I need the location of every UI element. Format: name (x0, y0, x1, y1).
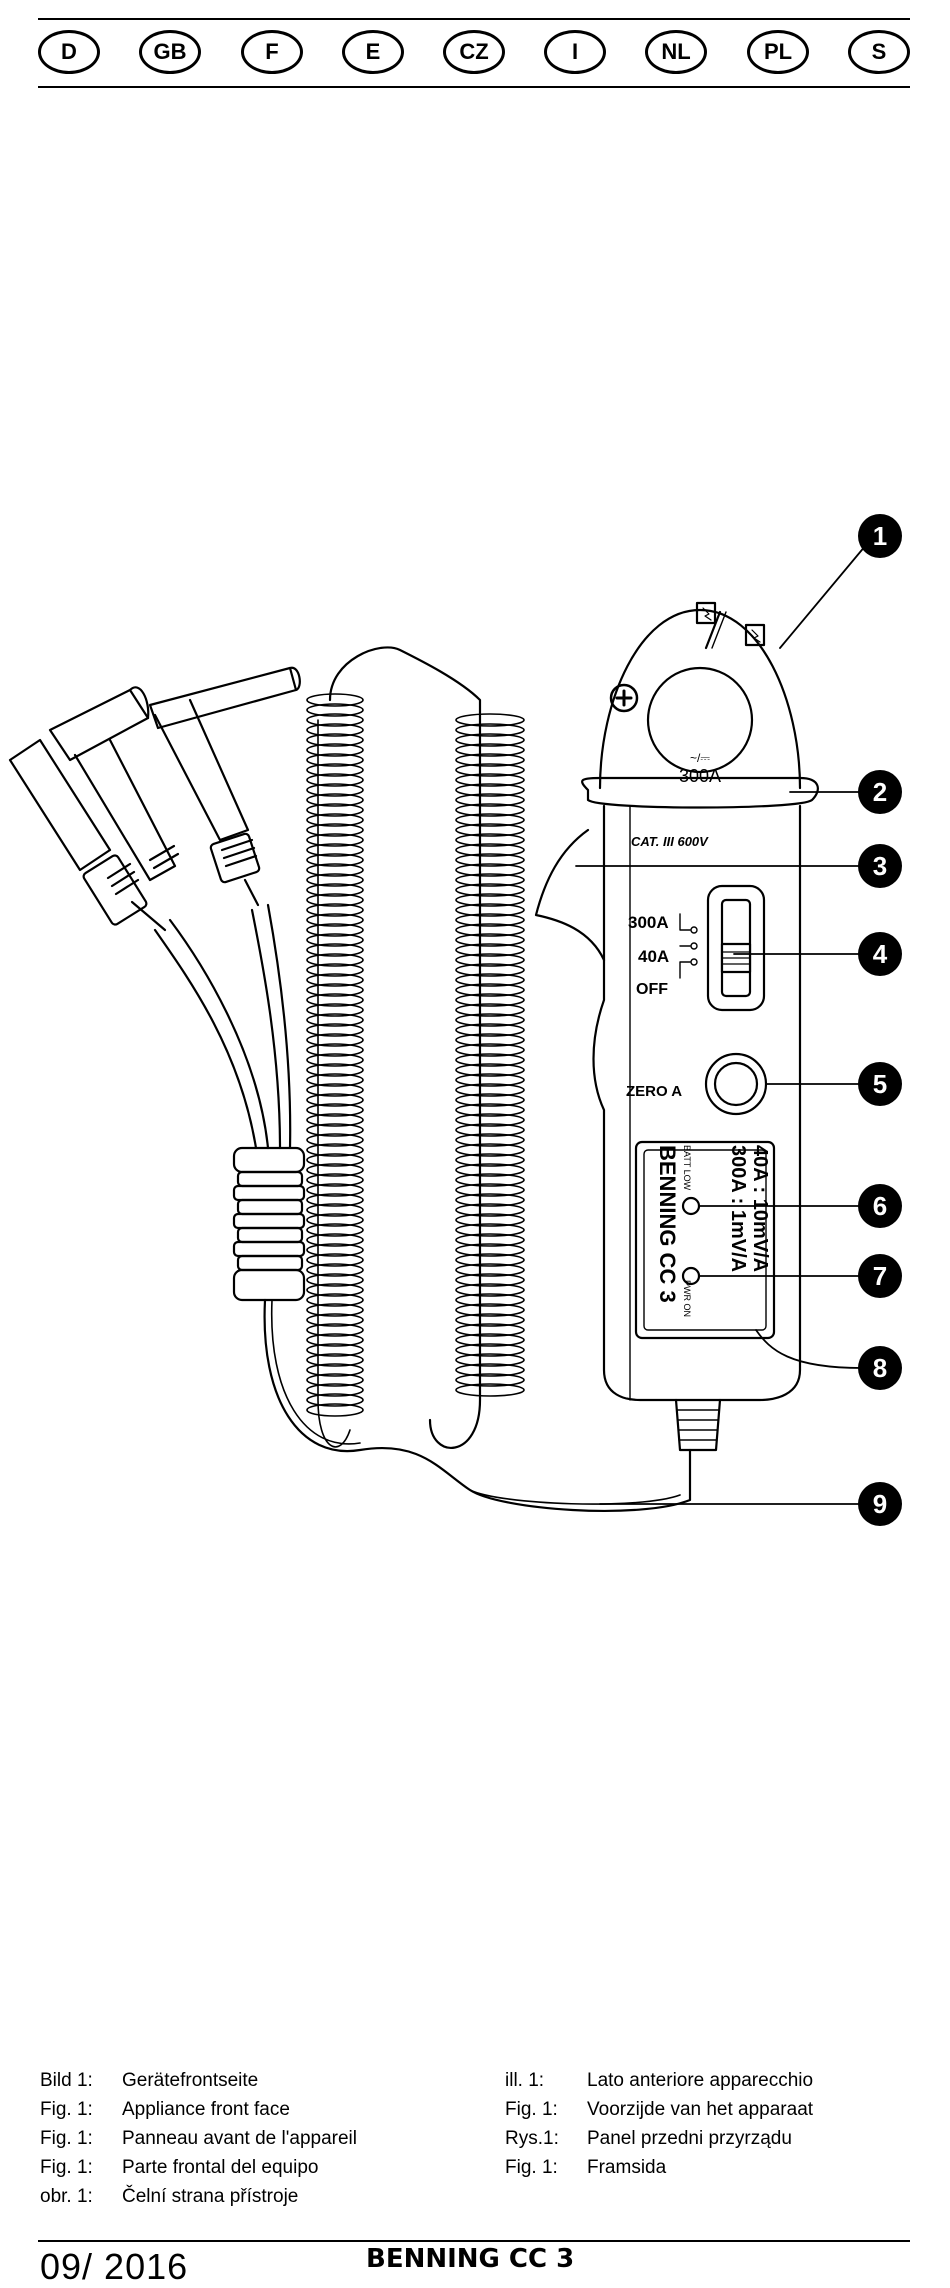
spec-line-1: 40A : 10mV/A (749, 1145, 771, 1272)
captions-left: Bild 1:Gerätefrontseite Fig. 1:Appliance… (40, 2066, 357, 2211)
test-probe-middle (48, 686, 180, 882)
spec-line-2: 300A : 1mV/A (727, 1145, 749, 1272)
svg-text:3: 3 (873, 851, 887, 881)
svg-text:~/⎓: ~/⎓ (690, 751, 710, 765)
callout-1: 1 (858, 514, 902, 558)
hand-guard (581, 776, 819, 809)
lang-nl[interactable]: NL (645, 30, 707, 74)
caption-row: Fig. 1:Appliance front face (40, 2099, 290, 2120)
svg-text:7: 7 (873, 1261, 887, 1291)
svg-text:8: 8 (873, 1353, 887, 1383)
svg-text:4: 4 (873, 939, 888, 969)
captions-right: ill. 1:Lato anteriore apparecchio Fig. 1… (505, 2066, 813, 2182)
svg-text:1: 1 (873, 521, 887, 551)
callout-7: 7 (858, 1254, 902, 1298)
label-plate (634, 1140, 776, 1340)
caption-row: obr. 1:Čelní strana přístroje (40, 2186, 299, 2207)
header-bottom-rule (38, 86, 910, 88)
svg-text:2: 2 (873, 777, 887, 807)
zero-label: ZERO A (626, 1083, 682, 1100)
lang-cz[interactable]: CZ (443, 30, 505, 74)
device-illustration: 300A ~/⎓ CAT. III 600V 300A 40A OFF ZERO… (8, 514, 902, 1526)
callout-2: 2 (858, 770, 902, 814)
batt-low-label: BATT LOW (682, 1145, 692, 1191)
test-probe-left (8, 738, 167, 932)
category-label: CAT. III 600V (631, 834, 709, 849)
caption-row: Fig. 1:Framsida (505, 2157, 667, 2178)
lang-s[interactable]: S (848, 30, 910, 74)
loop-cable (263, 1298, 692, 1512)
header-top-rule (38, 18, 910, 20)
footer-rule (38, 2240, 910, 2242)
lang-d[interactable]: D (38, 30, 100, 74)
callout-markers: 1 2 3 4 5 6 7 8 9 (858, 514, 902, 1526)
probe-splitter (153, 903, 306, 1302)
lang-gb[interactable]: GB (139, 30, 201, 74)
test-probe-right (148, 666, 301, 907)
caption-row: ill. 1:Lato anteriore apparecchio (505, 2070, 814, 2091)
svg-text:6: 6 (873, 1191, 887, 1221)
coiled-cable (306, 646, 525, 1449)
svg-text:5: 5 (873, 1069, 887, 1099)
callout-leaders (575, 544, 867, 1505)
lang-pl[interactable]: PL (747, 30, 809, 74)
clamp-jaw (598, 601, 802, 790)
svg-text:9: 9 (873, 1489, 887, 1519)
caption-row: Fig. 1:Panneau avant de l'appareil (40, 2128, 357, 2149)
footer-date: 09/ 2016 (40, 2246, 189, 2287)
lang-f[interactable]: F (241, 30, 303, 74)
callout-9: 9 (858, 1482, 902, 1526)
pwr-on-label: PWR ON (682, 1280, 692, 1317)
callout-4: 4 (858, 932, 902, 976)
lang-i[interactable]: I (544, 30, 606, 74)
callout-5: 5 (858, 1062, 902, 1106)
callout-3: 3 (858, 844, 902, 888)
range-label: 300A (679, 766, 721, 786)
lang-e[interactable]: E (342, 30, 404, 74)
caption-row: Bild 1:Gerätefrontseite (40, 2070, 259, 2091)
callout-6: 6 (858, 1184, 902, 1228)
device-brand: BENNING CC 3 (655, 1145, 680, 1303)
footer-brand: BENNING CC 3 (366, 2244, 575, 2274)
strain-relief (674, 1398, 722, 1452)
language-selector: D GB F E CZ I NL PL S (38, 30, 910, 80)
switch-300-label: 300A (628, 913, 669, 932)
switch-40-label: 40A (638, 947, 669, 966)
caption-row: Fig. 1:Parte frontal del equipo (40, 2157, 319, 2178)
caption-row: Fig. 1:Voorzijde van het apparaat (505, 2099, 814, 2120)
caption-row: Rys.1:Panel przedni przyrządu (505, 2128, 792, 2149)
switch-off-label: OFF (636, 981, 668, 998)
range-switch (679, 884, 766, 1012)
callout-8: 8 (858, 1346, 902, 1390)
clamp-body (534, 804, 802, 1402)
